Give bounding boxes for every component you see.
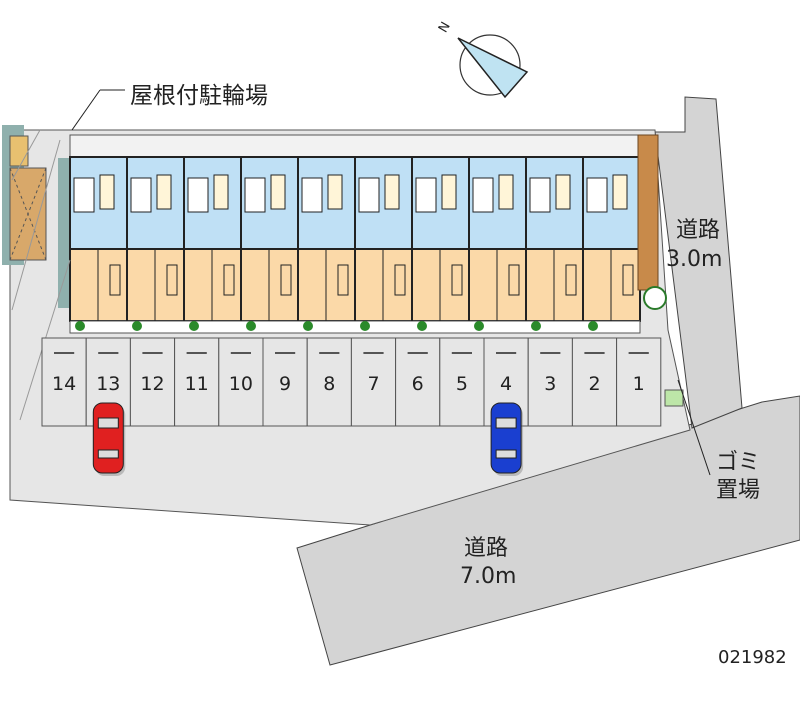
car-icon (92, 402, 126, 476)
parking-space: 8 (306, 337, 352, 427)
apartment-unit (354, 157, 406, 331)
tree-icon (643, 286, 667, 310)
building-garden-strip (69, 320, 641, 334)
parking-space: 2 (571, 337, 618, 427)
side-road-width: 3.0m (666, 247, 722, 272)
shrub-icon (75, 321, 85, 331)
apartment-unit (297, 157, 349, 331)
parking-space-number: 13 (96, 373, 120, 395)
parking-space-number: 1 (633, 373, 645, 395)
shrub-icon (360, 321, 370, 331)
side-road-name: 道路 (676, 218, 720, 243)
front-road-width: 7.0m (460, 564, 516, 589)
garbage-leader (677, 379, 711, 476)
shrub-icon (531, 321, 541, 331)
apartment-unit (468, 157, 520, 331)
parking-space-number: 14 (52, 373, 76, 395)
garbage-label-2: 置場 (716, 478, 760, 503)
parking-space: 5 (439, 337, 485, 427)
parking-space-number: 9 (279, 373, 291, 395)
parking-space-number: 5 (456, 373, 468, 395)
parking-space: 7 (350, 337, 397, 427)
shrub-icon (246, 321, 256, 331)
apartment-unit (69, 157, 121, 331)
parking-space-number: 8 (323, 373, 335, 395)
parking-space: 9 (262, 337, 308, 427)
parking-space: 6 (395, 337, 441, 427)
apartment-unit (582, 157, 634, 331)
compass-north-label: N (436, 20, 454, 36)
parking-space: 10 (218, 337, 264, 427)
parking-space-number: 12 (140, 373, 164, 395)
shrub-icon (417, 321, 427, 331)
parking-space: 3 (527, 337, 573, 427)
bike-label-leader (71, 89, 101, 131)
side-road (654, 96, 743, 429)
brick-wall (637, 134, 659, 291)
apartment-unit (240, 157, 292, 331)
parking-space: 12 (129, 337, 176, 427)
bicycle-parking-label: 屋根付駐輪場 (130, 83, 268, 109)
property-code: 021982 (718, 647, 787, 668)
parking-area: 14 13 12 11 10 9 8 7 6 5 4 3 2 1 (41, 337, 662, 476)
front-road-name: 道路 (464, 536, 508, 561)
parking-space: 14 (41, 337, 87, 427)
parking-space-number: 7 (367, 373, 379, 395)
garbage-label-1: ゴミ (716, 450, 760, 475)
garbage-station (664, 389, 684, 407)
apartment-unit (525, 157, 577, 331)
parking-space-number: 10 (229, 373, 253, 395)
compass-icon: N (436, 20, 529, 99)
parking-space-number: 11 (185, 373, 209, 395)
shrub-icon (303, 321, 313, 331)
parking-space-number: 2 (588, 373, 600, 395)
building-shadow (58, 158, 72, 308)
shrub-icon (588, 321, 598, 331)
parking-space: 1 (616, 337, 662, 427)
parking-space-number: 6 (412, 373, 424, 395)
shrub-icon (474, 321, 484, 331)
bicycle-rack (9, 135, 29, 167)
shrub-icon (132, 321, 142, 331)
apartment-units (69, 157, 634, 331)
parking-space-number: 4 (500, 373, 512, 395)
apartment-unit (126, 157, 178, 331)
shrub-icon (189, 321, 199, 331)
car-icon (490, 402, 524, 476)
parking-space-number: 3 (544, 373, 556, 395)
apartment-unit (411, 157, 463, 331)
building-walkway (69, 134, 641, 158)
parking-space: 11 (174, 337, 220, 427)
apartment-unit (183, 157, 235, 331)
